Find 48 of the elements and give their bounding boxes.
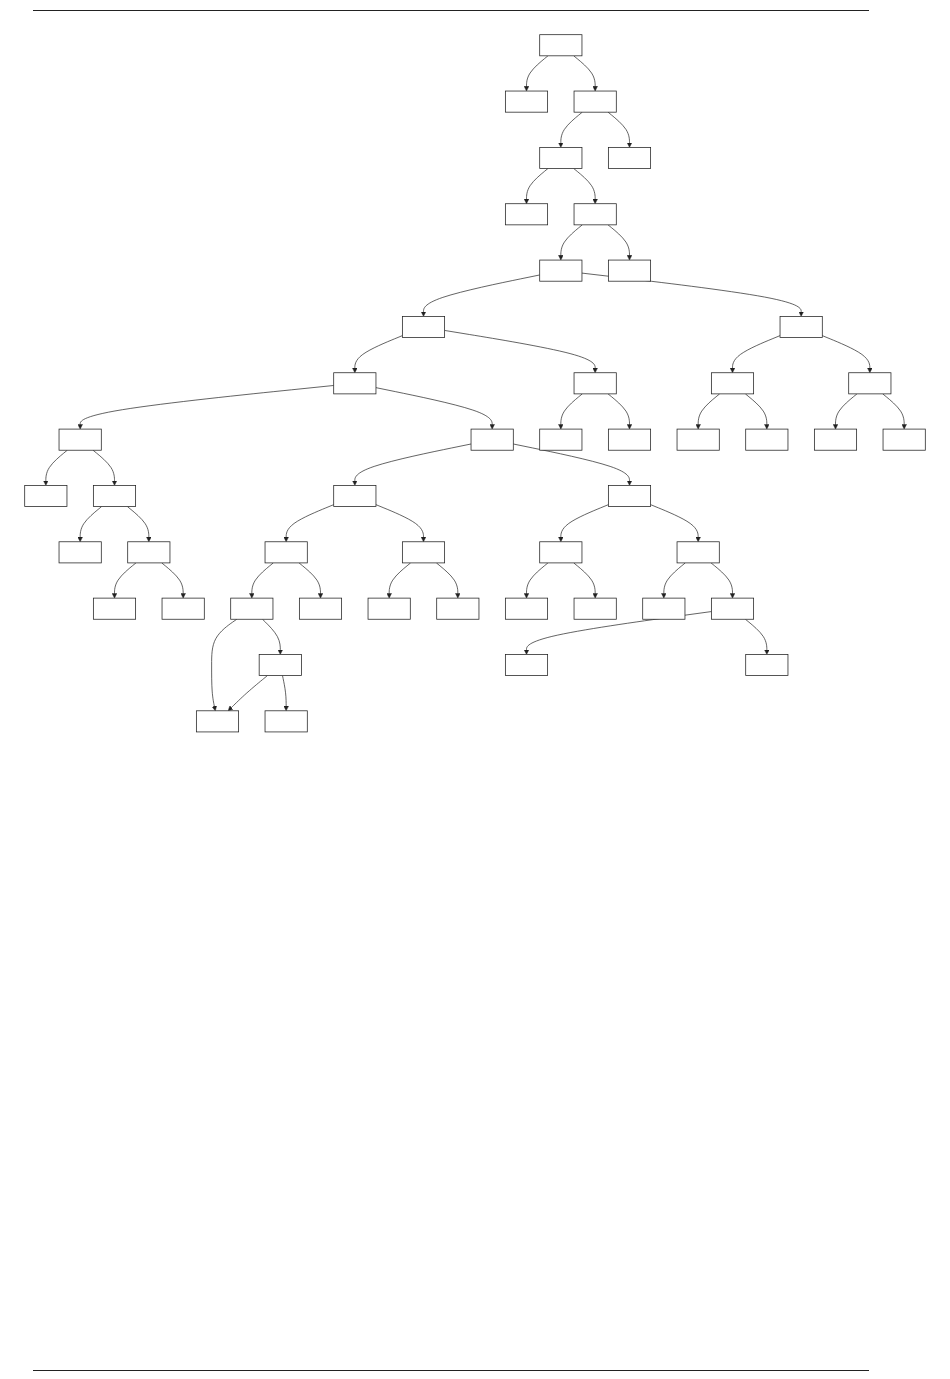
node-box [539, 147, 583, 169]
node-box [676, 428, 720, 451]
node-box [402, 541, 445, 564]
node-box [814, 428, 857, 451]
node-box [58, 428, 102, 451]
node-box [470, 428, 514, 451]
node-box [779, 316, 823, 338]
node-box [745, 428, 789, 451]
node-box [58, 541, 102, 564]
node-box [264, 541, 308, 564]
node-box [93, 485, 136, 507]
node-box [539, 259, 583, 282]
node-box [127, 541, 171, 564]
node-box [258, 654, 302, 676]
node-box [505, 90, 548, 113]
node-box [505, 203, 548, 226]
node-box [24, 485, 68, 507]
node-box [161, 597, 205, 620]
node-box [333, 372, 377, 395]
node-box [93, 597, 136, 620]
node-box [676, 541, 720, 564]
node-box [402, 316, 445, 338]
node-box [573, 597, 617, 620]
node-box [196, 710, 239, 733]
node-box [608, 147, 651, 169]
node-box [539, 34, 583, 57]
node-box [505, 597, 548, 620]
node-box [299, 597, 342, 620]
node-box [539, 428, 583, 451]
node-box [642, 597, 686, 620]
node-box [608, 485, 651, 507]
node-box [882, 428, 926, 451]
node-box [505, 654, 548, 676]
node-box [711, 597, 754, 620]
node-box [573, 203, 617, 226]
node-box [608, 259, 651, 282]
node-box [333, 485, 377, 507]
node-box [573, 90, 617, 113]
node-box [573, 372, 617, 395]
node-box [745, 654, 789, 676]
node-box [711, 372, 754, 395]
node-box [539, 541, 583, 564]
node-box [264, 710, 308, 733]
node-box [848, 372, 892, 395]
node-box [608, 428, 651, 451]
node-box [230, 597, 274, 620]
node-box [436, 597, 480, 620]
node-box [367, 597, 411, 620]
